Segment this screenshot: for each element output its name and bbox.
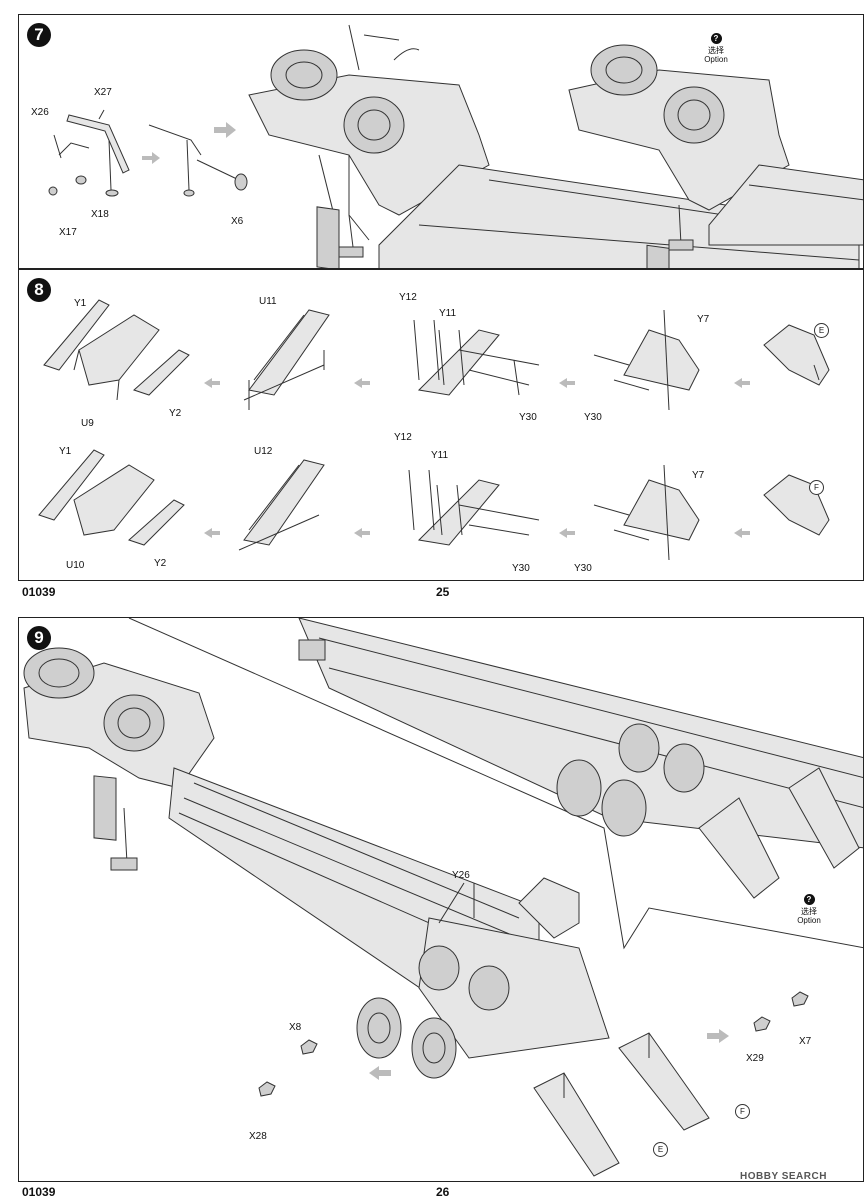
subassembly-e-marker: E	[653, 1142, 668, 1157]
label-x7: X7	[799, 1036, 812, 1047]
question-icon: ?	[710, 33, 722, 44]
label-y30: Y30	[512, 563, 530, 574]
option-badge: ? 选择 Option	[699, 33, 733, 64]
label-y26: Y26	[452, 870, 470, 881]
label-u12: U12	[254, 446, 273, 457]
watermark: HOBBY SEARCH	[740, 1171, 827, 1182]
option-zh: 选择	[708, 46, 724, 55]
label-y1: Y1	[74, 298, 87, 309]
page-number: 26	[436, 1185, 450, 1199]
label-y12: Y12	[399, 292, 417, 303]
option-zh: 选择	[801, 907, 817, 916]
subassembly-f-marker: F	[735, 1104, 750, 1119]
step-number: 7	[27, 23, 51, 47]
step-number: 9	[27, 626, 51, 650]
label-y2: Y2	[169, 408, 182, 419]
label-x27: X27	[94, 87, 112, 98]
label-x28: X28	[249, 1131, 267, 1142]
label-x8: X8	[289, 1022, 302, 1033]
option-badge: ? 选择 Option	[792, 894, 826, 925]
label-x17: X17	[59, 227, 77, 238]
label-y11: Y11	[431, 450, 449, 461]
page-code: 01039	[22, 585, 56, 599]
step-number: 8	[27, 278, 51, 302]
step8-panel: 8	[18, 269, 864, 581]
label-y30: Y30	[584, 412, 602, 423]
step7-panel: 7	[18, 14, 864, 269]
label-y7: Y7	[697, 314, 710, 325]
label-y12: Y12	[394, 432, 412, 443]
subassembly-e-marker: E	[814, 323, 829, 338]
label-y30: Y30	[519, 412, 537, 423]
label-x26: X26	[31, 107, 49, 118]
label-y7: Y7	[692, 470, 705, 481]
label-u10: U10	[66, 560, 85, 571]
page-number: 25	[436, 585, 450, 599]
label-y1: Y1	[59, 446, 72, 457]
label-u9: U9	[81, 418, 94, 429]
part-stand-assembly	[48, 24, 863, 268]
label-y30: Y30	[574, 563, 592, 574]
label-u11: U11	[259, 296, 277, 307]
label-x18: X18	[91, 209, 109, 220]
label-x6: X6	[231, 216, 244, 227]
option-en: Option	[704, 55, 728, 64]
ramp-assembly-diagram	[38, 299, 830, 561]
label-y11: Y11	[439, 308, 457, 319]
subassembly-f-marker: F	[809, 480, 824, 495]
page-code: 01039	[22, 1185, 56, 1199]
step9-panel: 9	[18, 617, 864, 1182]
label-x29: X29	[746, 1053, 764, 1064]
label-y2: Y2	[154, 558, 167, 569]
trailer-assembly-diagram	[23, 618, 863, 1177]
option-en: Option	[797, 916, 821, 925]
question-icon: ?	[803, 894, 815, 905]
